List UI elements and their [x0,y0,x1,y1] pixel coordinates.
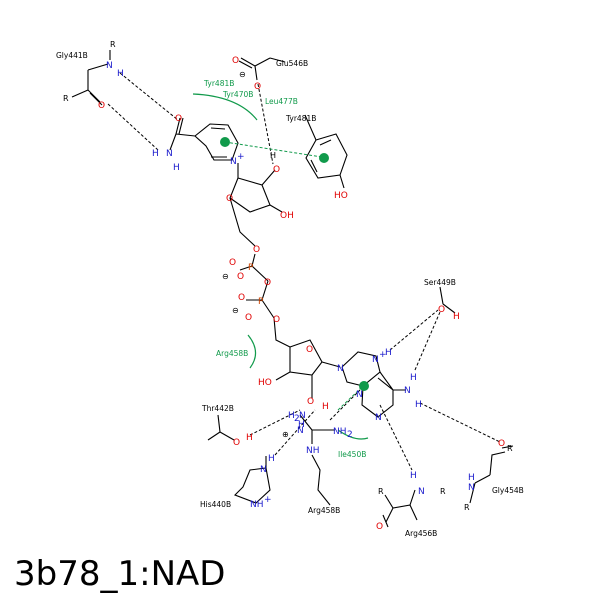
atom-h: H [117,69,124,79]
atom-r: R [378,487,384,496]
atom-h: H [415,400,422,410]
subscript: 2 [347,430,353,440]
atom-n: N [418,487,425,497]
label-glu546: Glu546B [276,59,308,68]
atom-h: H [410,373,417,383]
label-tyr481-b: Tyr481B [285,114,316,123]
charge-minus: ⊖ [232,306,239,315]
atom-h: H [298,420,305,430]
atom-n-plus: N [372,355,379,365]
atom-o: O [229,258,236,268]
atom-n: N [356,390,363,400]
atom-h: H [322,402,329,412]
charge-minus: ⊖ [222,272,229,281]
molecule-bonds [71,50,514,528]
atom-h: H [453,312,460,322]
atom-o: O [273,315,280,325]
label-gly441: Gly441B [56,51,88,60]
atom-h: H [468,473,475,483]
atom-nh-plus: NH [250,500,264,510]
atom-n: N [404,386,411,396]
atom-o: O [498,439,505,449]
pi-centroid-pyridine [220,137,230,147]
atom-h: H [152,149,159,159]
atom-p: P [248,263,254,273]
atom-h: H [385,348,392,358]
atom-h: H [246,433,253,443]
label-ile450: Ile450B [338,450,366,459]
hydrogen-bonds [107,72,501,471]
atom-n: N [297,426,304,436]
atom-n: N [468,483,475,493]
atom-h: H [270,151,276,160]
atom-o: O [233,438,240,448]
atom-o: O [307,397,314,407]
atom-n: N [375,413,382,423]
atom-h: H [173,163,180,173]
charge-plus: + [237,152,245,162]
atom-r: R [63,94,69,103]
atom-o: O [273,165,280,175]
atom-n: N [106,61,113,71]
atom-h: H [410,471,417,481]
subscript: 2 [294,414,300,424]
atom-o: O [264,278,271,288]
label-arg458-b: Arg458B [308,506,340,515]
atom-labels: R N H R O O ⊖ O O H N H N + O O H OH O O… [63,40,513,532]
atom-h: H [268,454,275,464]
atom-o: O [175,114,182,124]
page-title: 3b78_1:NAD [14,554,225,594]
atom-h: H [288,411,295,421]
charge-plus: + [264,495,272,505]
label-tyr470: Tyr470B [222,90,253,99]
label-tyr481-a: Tyr481B [203,79,234,88]
residue-labels: Gly441B Glu546B Tyr481B Tyr470B Leu477B … [56,51,524,538]
atom-n: N [337,364,344,374]
atom-n: N [260,465,267,475]
atom-r: R [507,444,513,453]
atom-ho: HO [258,378,272,388]
atom-o: O [237,272,244,282]
charge-plus: + [379,350,387,360]
atom-o: O [226,194,233,204]
pi-interactions [220,137,369,411]
hydrophobic-arcs [192,93,369,440]
label-ser449: Ser449B [424,278,456,287]
atom-o: O [253,245,260,255]
label-gly454: Gly454B [492,486,524,495]
atom-p: P [258,297,264,307]
atom-o: O [98,101,105,111]
charge-minus: ⊖ [239,70,246,79]
pi-centroid-tyr [319,153,329,163]
atom-o: O [245,313,252,323]
atom-o: O [232,56,239,66]
atom-r: R [440,487,446,496]
atom-n: N [299,411,306,421]
label-thr442: Thr442B [201,404,234,413]
atom-oh: OH [280,211,294,221]
atom-o: O [376,522,383,532]
atom-r: R [464,503,470,512]
atom-o: O [438,305,445,315]
label-his440: His440B [200,500,231,509]
atom-o: O [254,82,261,92]
atom-n: N [166,149,173,159]
atom-o: O [238,293,245,303]
pi-centroid-adenine [359,381,369,391]
atom-nh: NH [306,446,320,456]
charge-plus: ⊕ [282,430,289,439]
atom-ho: HO [334,191,348,201]
label-leu477: Leu477B [265,97,298,106]
atom-r: R [110,40,116,49]
atom-nh2: NH [333,427,347,437]
label-arg458-a: Arg458B [216,349,248,358]
atom-n-plus: N [230,157,237,167]
label-arg456: Arg456B [405,529,437,538]
atom-o: O [306,345,313,355]
